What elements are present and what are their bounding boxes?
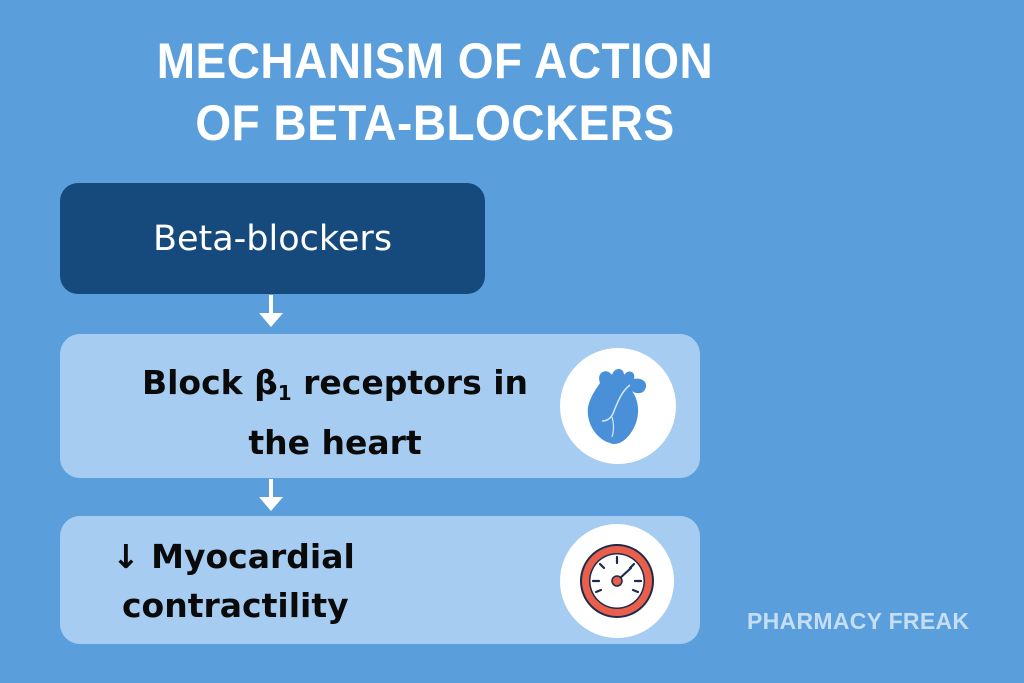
gauge-icon-badge	[560, 524, 674, 638]
step-myocardial-contractility: ↓ Myocardial contractility	[60, 516, 700, 644]
step-3-label: ↓ Myocardial contractility	[112, 537, 355, 625]
gauge-icon	[580, 544, 654, 618]
heart-icon-badge	[560, 348, 676, 464]
step-2-label: Block β1 receptors in the heart	[141, 363, 529, 462]
title-line-1: MECHANISM OF ACTION	[156, 33, 714, 89]
arrow-down-icon	[259, 479, 283, 511]
title-line-2: OF BETA-BLOCKERS	[195, 95, 675, 151]
arrow-down-icon	[259, 295, 283, 327]
heart-icon	[587, 369, 647, 445]
step-1-label: Beta-blockers	[152, 218, 393, 259]
step-beta-blockers: Beta-blockers	[60, 183, 485, 294]
page-title: MECHANISM OF ACTION OF BETA-BLOCKERS	[127, 30, 743, 154]
watermark-brand: PHARMACY FREAK	[747, 608, 970, 634]
step-block-receptors: Block β1 receptors in the heart	[60, 334, 700, 478]
